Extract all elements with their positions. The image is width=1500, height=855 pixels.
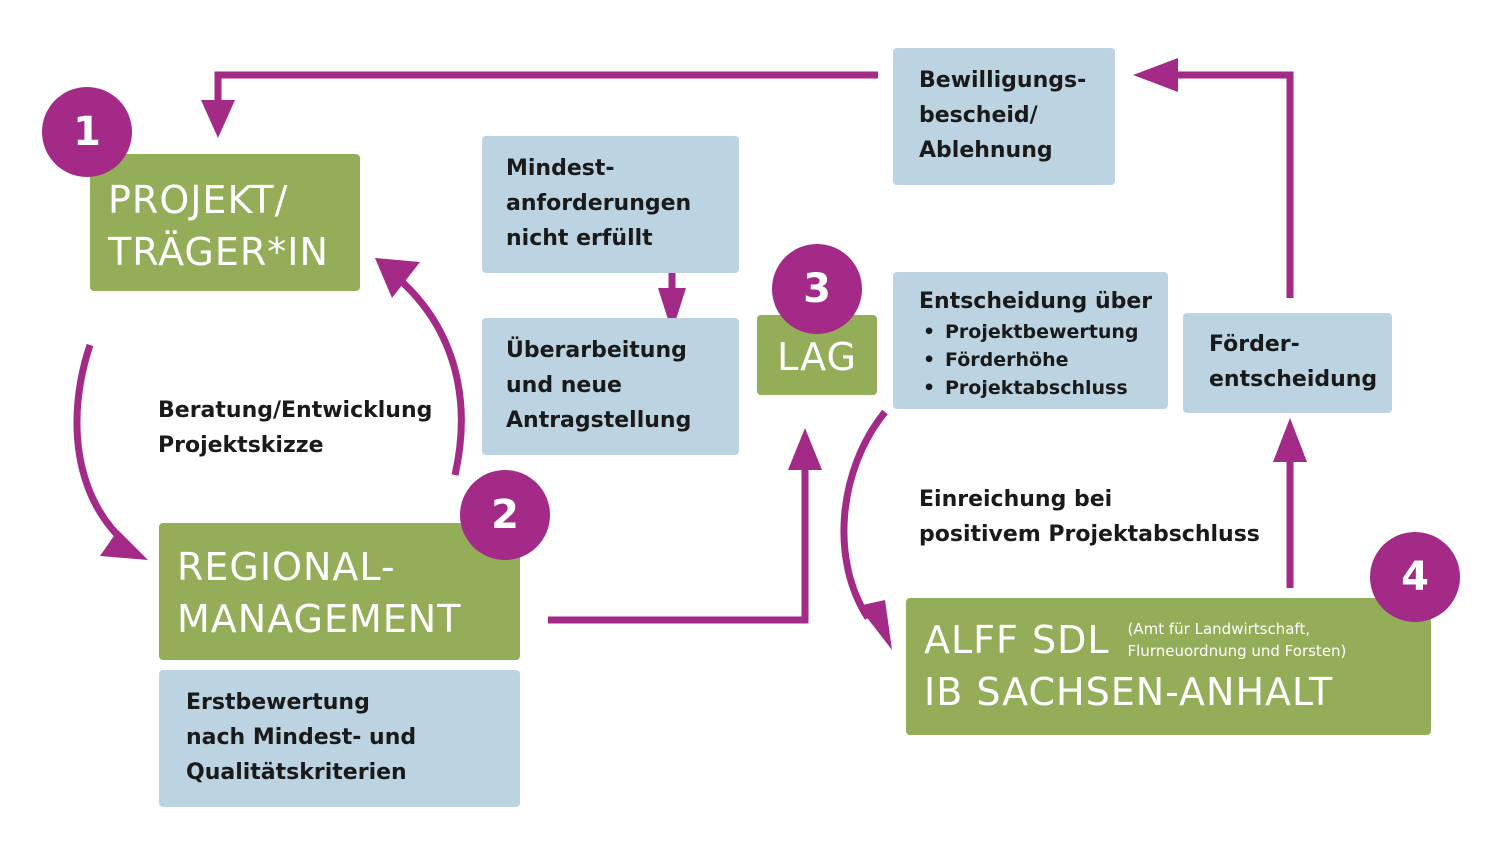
step-1-badge: 1: [42, 87, 132, 177]
arrowhead-projekt-top: [375, 258, 420, 298]
alff-box: ALFF SDL (Amt für Landwirtschaft, Flurne…: [906, 598, 1431, 735]
mindest-line2: anforderungen: [506, 191, 692, 216]
entscheidung-list: Projektbewertung Förderhöhe Projektabsch…: [919, 318, 1168, 402]
projekt-box: PROJEKT/ TRÄGER*IN: [90, 154, 360, 291]
regional-box: REGIONAL- MANAGEMENT: [159, 523, 520, 660]
lag-label: LAG: [777, 335, 857, 379]
entscheidung-item: Projektabschluss: [919, 374, 1168, 402]
foerder-line2: entscheidung: [1209, 367, 1378, 392]
arrow-regional-to-projekt: [397, 277, 465, 476]
bewilligung-line2: bescheid/: [919, 103, 1038, 128]
entscheidung-box: Entscheidung über Projektbewertung Förde…: [893, 272, 1168, 409]
alff-note1: (Amt für Landwirtschaft,: [1127, 620, 1311, 638]
arrowhead-lag: [788, 428, 822, 470]
alff-note2: Flurneuordnung und Forsten): [1127, 642, 1347, 660]
arrowhead-projekt: [201, 100, 235, 138]
arrow-bescheid-to-projekt: [214, 71, 878, 102]
mindest-line3: nicht erfüllt: [506, 226, 653, 251]
projekt-line2: TRÄGER*IN: [108, 230, 329, 274]
beratung-line2: Projektskizze: [158, 433, 324, 458]
arrowhead-regional: [100, 530, 148, 560]
foerder-line1: Förder-: [1209, 332, 1300, 357]
mindest-box: Mindest- anforderungen nicht erfüllt: [482, 136, 739, 273]
bewilligung-line1: Bewilligungs-: [919, 68, 1087, 93]
arrowhead-foerder: [1273, 418, 1307, 462]
alff-note: (Amt für Landwirtschaft, Flurneuordnung …: [1128, 618, 1347, 662]
alff-line1: ALFF SDL: [924, 618, 1110, 662]
foerder-box: Förder- entscheidung: [1183, 313, 1392, 413]
arrow-regional-to-lag: [548, 470, 809, 624]
mindest-line1: Mindest-: [506, 156, 615, 181]
ueberarbeitung-line2: und neue: [506, 373, 622, 398]
arrowhead-alff: [858, 600, 892, 650]
entscheidung-item: Förderhöhe: [919, 346, 1168, 374]
entscheidung-title: Entscheidung über: [919, 289, 1153, 314]
erstbewertung-line2: nach Mindest- und: [186, 725, 417, 750]
bewilligung-line3: Ablehnung: [919, 138, 1053, 163]
bewilligung-box: Bewilligungs- bescheid/ Ablehnung: [893, 48, 1115, 185]
erstbewertung-line3: Qualitätskriterien: [186, 760, 407, 785]
arrow-projekt-to-regional: [73, 343, 131, 548]
ueberarbeitung-box: Überarbeitung und neue Antragstellung: [482, 318, 739, 455]
step-2-badge: 2: [460, 470, 550, 560]
regional-line1: REGIONAL-: [177, 545, 396, 589]
einreichung-line1: Einreichung bei: [919, 487, 1113, 512]
einreichung-line2: positivem Projektabschluss: [919, 522, 1260, 547]
ueberarbeitung-line1: Überarbeitung: [506, 338, 687, 363]
arrow-entscheidung-to-alff: [840, 409, 888, 620]
projekt-line1: PROJEKT/: [108, 178, 289, 222]
erstbewertung-box: Erstbewertung nach Mindest- und Qualität…: [159, 670, 520, 807]
step-4-badge: 4: [1370, 532, 1460, 622]
alff-line2: IB SACHSEN-ANHALT: [924, 670, 1334, 714]
erstbewertung-line1: Erstbewertung: [186, 690, 370, 715]
arrowhead-bescheid: [1133, 58, 1178, 92]
einreichung-label: Einreichung bei positivem Projektabschlu…: [919, 482, 1260, 552]
arrow-foerder-to-bescheid: [1175, 71, 1294, 298]
regional-line2: MANAGEMENT: [177, 597, 462, 641]
arrowhead-ueberarbeitung: [658, 288, 686, 332]
beratung-label: Beratung/Entwicklung Projektskizze: [158, 393, 432, 463]
beratung-line1: Beratung/Entwicklung: [158, 398, 433, 423]
ueberarbeitung-line3: Antragstellung: [506, 408, 692, 433]
step-3-badge: 3: [772, 244, 862, 334]
entscheidung-item: Projektbewertung: [919, 318, 1168, 346]
